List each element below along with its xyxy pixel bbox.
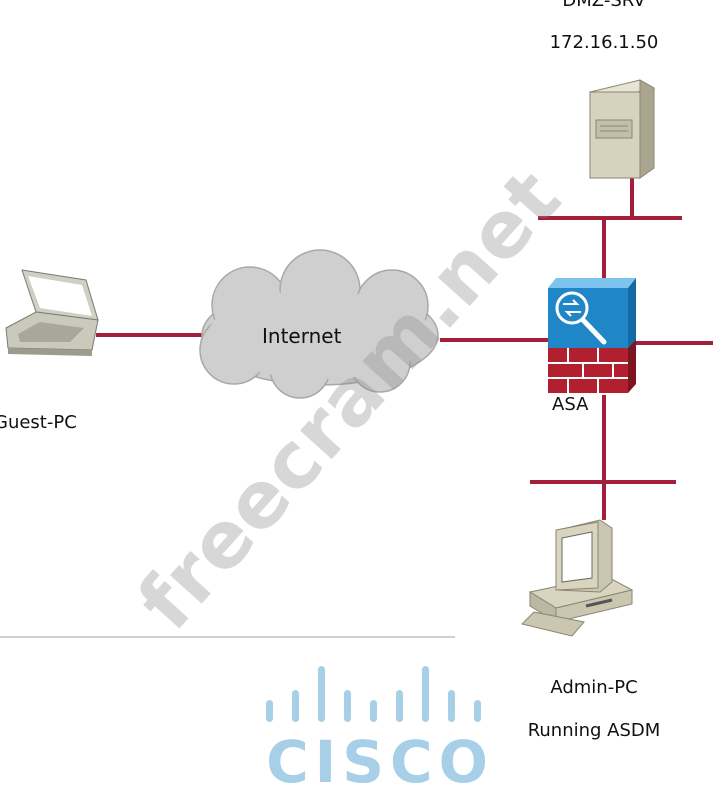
guest-pc-label: Guest-PC: [0, 412, 77, 433]
asa-label: ASA: [552, 394, 589, 415]
server-icon: [588, 79, 656, 179]
cisco-logo-text: CISCO: [266, 728, 494, 796]
desktop-pc-icon: [521, 519, 634, 637]
network-links: [96, 178, 713, 520]
admin-pc-label: Admin-PC: [550, 677, 638, 698]
internet-label: Internet: [262, 324, 342, 348]
admin-pc-note-label: Running ASDM: [527, 720, 661, 741]
cisco-logo-bars: [266, 666, 481, 722]
laptop-icon: [5, 269, 99, 356]
dmz-server-name-label: DMZ-SRV: [562, 0, 646, 11]
internet-cloud: [199, 249, 439, 399]
firewall-icon: [548, 278, 636, 393]
dmz-server-ip-label: 172.16.1.50: [549, 32, 659, 53]
